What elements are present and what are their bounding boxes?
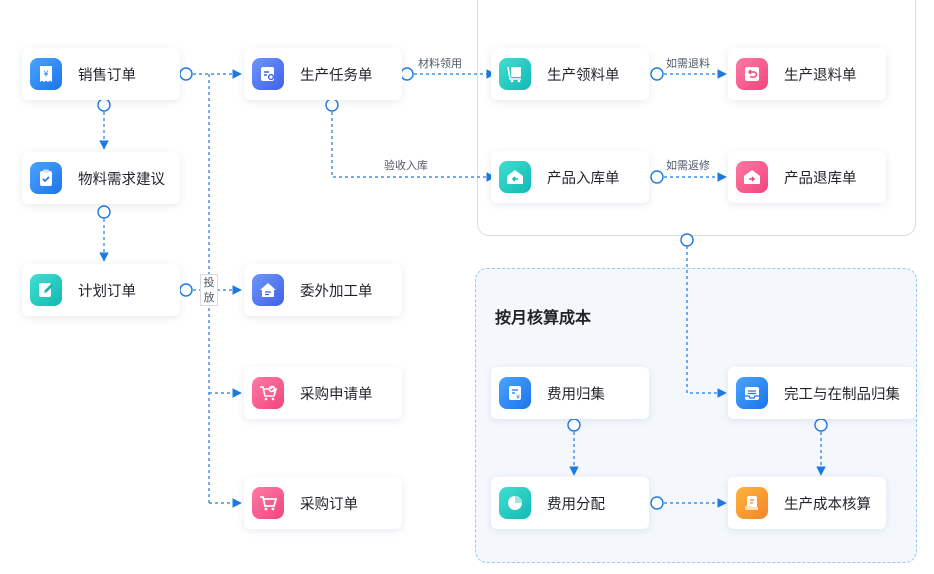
node-label: 生产退料单	[784, 67, 857, 84]
node-cost-calc[interactable]: 生产成本核算	[728, 477, 886, 529]
task-gear-icon	[252, 58, 284, 90]
node-label: 产品入库单	[547, 170, 620, 187]
node-sales-order[interactable]: ¥ 销售订单	[22, 48, 180, 100]
outsource-house-icon	[252, 274, 284, 306]
node-purchase-request[interactable]: 采购申请单	[244, 367, 402, 419]
node-label: 产品退库单	[784, 170, 857, 187]
node-label: 销售订单	[78, 67, 136, 84]
node-cost-collect[interactable]: ¥ 费用归集	[491, 367, 649, 419]
return-document-icon	[736, 58, 768, 90]
node-label: 采购申请单	[300, 386, 373, 403]
node-label: 生产成本核算	[784, 496, 871, 513]
monthly-cost-title: 按月核算成本	[495, 308, 592, 327]
node-production-task[interactable]: 生产任务单	[244, 48, 402, 100]
warehouse-out-icon	[736, 161, 768, 193]
node-wip-collect[interactable]: 完工与在制品归集	[728, 367, 916, 419]
node-label: 生产任务单	[300, 67, 373, 84]
node-label: 计划订单	[78, 283, 136, 300]
edge-label-inspect-in: 验收入库	[384, 159, 428, 172]
edit-document-icon	[30, 274, 62, 306]
node-product-return[interactable]: 产品退库单	[728, 151, 886, 203]
node-cost-allocate[interactable]: 费用分配	[491, 477, 649, 529]
edge-label-if-return: 如需退料	[666, 57, 710, 70]
node-outsource[interactable]: 委外加工单	[244, 264, 402, 316]
material-cart-icon	[499, 58, 531, 90]
node-plan-order[interactable]: 计划订单	[22, 264, 180, 316]
cost-calc-icon	[736, 487, 768, 519]
svg-text:¥: ¥	[516, 394, 520, 401]
node-product-in[interactable]: 产品入库单	[491, 151, 649, 203]
node-label: 委外加工单	[300, 283, 373, 300]
pie-chart-icon	[499, 487, 531, 519]
tray-icon	[736, 377, 768, 409]
node-label: 生产领料单	[547, 67, 620, 84]
node-label: 完工与在制品归集	[784, 386, 900, 403]
node-material-advice[interactable]: 物料需求建议	[22, 152, 180, 204]
node-label: 费用分配	[547, 496, 605, 513]
edge-label-release: 投放	[200, 274, 218, 306]
edge-label-material-use: 材料领用	[418, 57, 462, 70]
node-label: 物料需求建议	[78, 171, 165, 188]
node-material-issue[interactable]: 生产领料单	[491, 48, 649, 100]
receipt-icon: ¥	[30, 58, 62, 90]
node-label: 采购订单	[300, 496, 358, 513]
cart-icon	[252, 487, 284, 519]
svg-text:¥: ¥	[43, 70, 48, 79]
cart-check-icon	[252, 377, 284, 409]
node-label: 费用归集	[547, 386, 605, 403]
expense-document-icon: ¥	[499, 377, 531, 409]
clipboard-check-icon	[30, 162, 62, 194]
node-material-return[interactable]: 生产退料单	[728, 48, 886, 100]
node-purchase-order[interactable]: 采购订单	[244, 477, 402, 529]
edge-label-if-rework: 如需返修	[666, 159, 710, 172]
warehouse-in-icon	[499, 161, 531, 193]
